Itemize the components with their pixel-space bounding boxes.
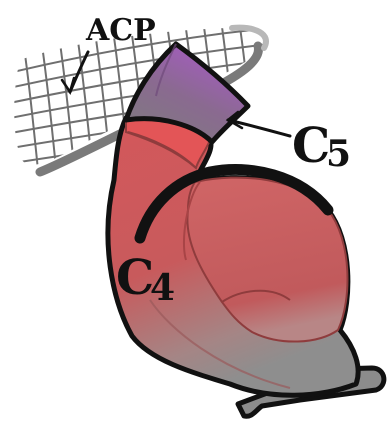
label-acp: ACP (85, 13, 156, 48)
label-c5-letter: C (292, 118, 330, 174)
label-c5-subscript: 5 (326, 133, 351, 175)
label-c4-letter: C (116, 250, 154, 306)
label-c4-subscript: 4 (150, 267, 175, 309)
label-c5: C 5 (292, 118, 351, 175)
